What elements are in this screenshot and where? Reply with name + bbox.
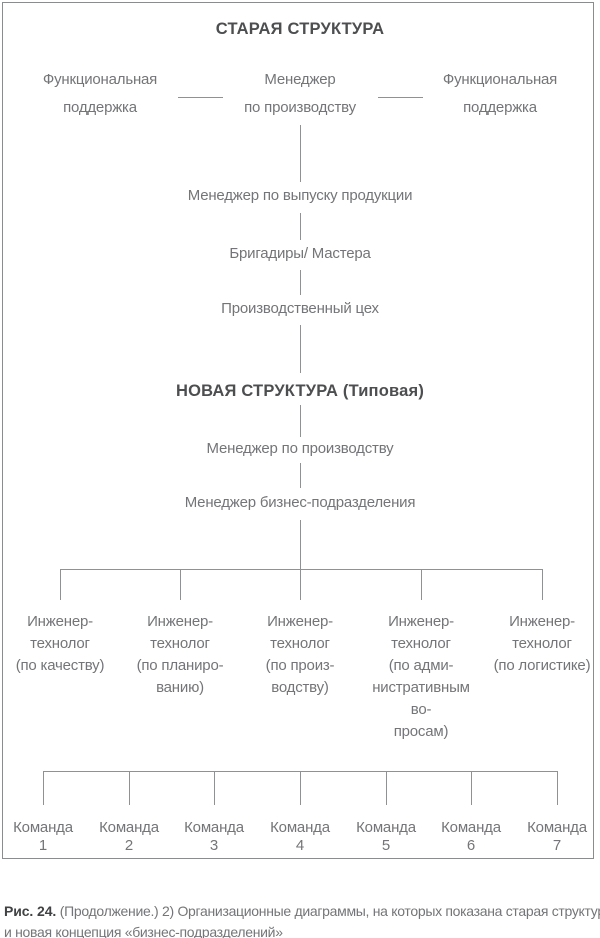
team-5: Команда 5 xyxy=(356,819,416,854)
branch-drop-3 xyxy=(300,569,301,600)
connector-shop-to-new xyxy=(300,325,301,373)
functional-support-left: Функциональная поддержка xyxy=(42,71,158,116)
production-manager-old: Менеджер по производству xyxy=(244,71,356,116)
business-unit-manager: Менеджер бизнес-подразделения xyxy=(184,494,416,511)
team-drop-7 xyxy=(557,771,558,805)
connector-output-to-foremen xyxy=(300,213,301,240)
connector-foremen-to-shop xyxy=(300,270,301,295)
engineer-production: Инженер- технолог (по произ- водству) xyxy=(265,613,335,696)
figure-caption: Рис. 24. (Продолжение.) 2) Организационн… xyxy=(4,901,600,938)
team-drop-6 xyxy=(471,771,472,805)
connector-bu-to-branch xyxy=(300,520,301,570)
old-structure-title: СТАРАЯ СТРУКТУРА xyxy=(215,20,385,38)
engineer-planning: Инженер- технолог (по планиро- ванию) xyxy=(136,613,224,696)
branch-drop-5 xyxy=(542,569,543,600)
new-structure-title: НОВАЯ СТРУКТУРА (Типовая) xyxy=(175,382,425,400)
caption-line-2: и новая концепция «бизнес-подразделений» xyxy=(4,924,283,938)
branch-bracket-line xyxy=(60,569,543,570)
team-1: Команда 1 xyxy=(13,819,73,854)
engineer-quality: Инженер- технолог (по качеству) xyxy=(15,613,105,674)
production-shop: Производственный цех xyxy=(221,300,379,317)
figure-label: Рис. 24. xyxy=(4,903,57,919)
production-output-manager: Менеджер по выпуску продукции xyxy=(187,187,413,204)
team-7: Команда 7 xyxy=(527,819,587,854)
team-drop-3 xyxy=(214,771,215,805)
team-drop-5 xyxy=(386,771,387,805)
connector-manager-to-output xyxy=(300,125,301,182)
engineer-admin: Инженер- технолог (по адми- нистративным… xyxy=(372,613,470,740)
foremen-masters: Бригадиры/ Мастера xyxy=(229,245,371,262)
team-4: Команда 4 xyxy=(270,819,330,854)
caption-text-1: (Продолжение.) 2) Организационные диагра… xyxy=(59,903,600,919)
connector-functional-right xyxy=(378,97,423,98)
team-drop-1 xyxy=(43,771,44,805)
branch-drop-1 xyxy=(60,569,61,600)
team-6: Команда 6 xyxy=(441,819,501,854)
functional-support-right: Функциональная поддержка xyxy=(442,71,558,116)
connector-manager-to-bu xyxy=(300,463,301,488)
engineer-logistics: Инженер- технолог (по логистике) xyxy=(493,613,591,674)
connector-functional-left xyxy=(178,97,223,98)
team-2: Команда 2 xyxy=(99,819,159,854)
diagram-border xyxy=(2,2,594,859)
caption-line-1: Рис. 24. (Продолжение.) 2) Организационн… xyxy=(4,901,600,922)
team-drop-4 xyxy=(300,771,301,805)
team-3: Команда 3 xyxy=(184,819,244,854)
production-manager-new: Менеджер по производству xyxy=(206,440,394,457)
branch-drop-2 xyxy=(180,569,181,600)
connector-new-title-to-manager xyxy=(300,405,301,437)
team-drop-2 xyxy=(129,771,130,805)
branch-drop-4 xyxy=(421,569,422,600)
